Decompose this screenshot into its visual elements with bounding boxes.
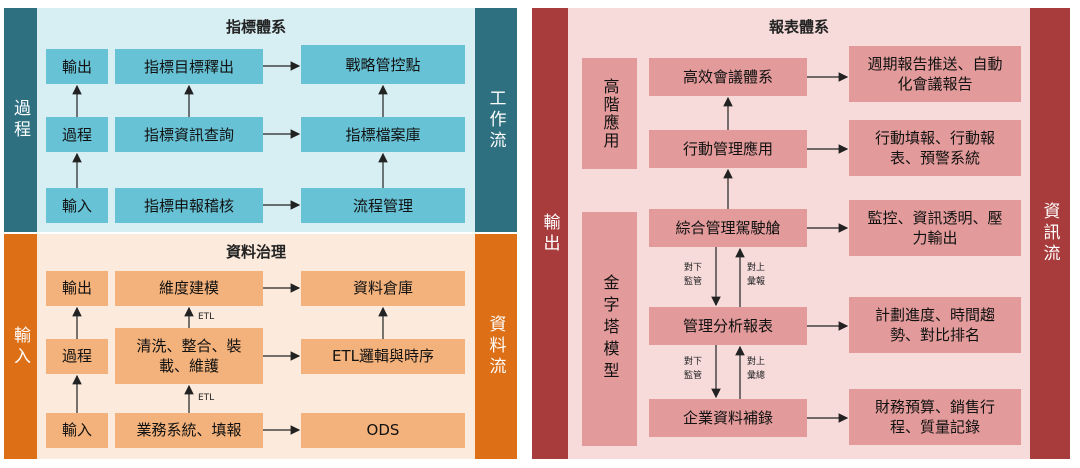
management-analysis-box: 管理分析報表 bbox=[649, 307, 807, 345]
top-input-box: 輸入 bbox=[46, 188, 108, 223]
top-process-box: 過程 bbox=[46, 117, 108, 152]
bottom-process-box: 過程 bbox=[46, 339, 108, 374]
dimension-modeling-box: 維度建模 bbox=[115, 271, 263, 306]
right-panel: 輸出 資訊流 報表體系 高階應用 金字塔模型 高效會議體系 行動管理應用 綜合管… bbox=[532, 8, 1070, 459]
indicator-system-title: 指標體系 bbox=[225, 17, 286, 36]
bottom-input-box: 輸入 bbox=[46, 413, 108, 448]
advanced-application-block: 高階應用 bbox=[582, 58, 637, 169]
finance-budget-box: 財務預算、銷售行程、質量記錄 bbox=[849, 389, 1021, 445]
infoflow-sidebar: 資訊流 bbox=[1030, 8, 1070, 459]
etl-label-lower: ETL bbox=[198, 393, 215, 403]
arrow-label-report-up-1: 對上彙報 bbox=[746, 263, 765, 287]
pyramid-model-label: 金字塔模型 bbox=[600, 274, 620, 384]
data-warehouse-box: 資料倉庫 bbox=[301, 271, 465, 306]
indicator-release-box: 指標目標釋出 bbox=[115, 49, 263, 84]
action-management-box: 行動管理應用 bbox=[649, 130, 807, 168]
etl-label-upper: ETL bbox=[198, 312, 215, 322]
action-fill-box: 行動填報、行動報表、預警系統 bbox=[849, 120, 1021, 176]
efficient-meeting-box: 高效會議體系 bbox=[649, 58, 807, 96]
advanced-application-label: 高階應用 bbox=[600, 77, 620, 150]
workflow-sidebar-label: 工作流 bbox=[485, 88, 506, 152]
ods-box: ODS bbox=[301, 413, 465, 448]
business-system-box: 業務系統、填報 bbox=[115, 413, 263, 448]
bottom-output-box: 輸出 bbox=[46, 271, 108, 306]
indicator-archive-box: 指標檔案庫 bbox=[301, 117, 465, 152]
data-governance-title: 資料治理 bbox=[225, 242, 286, 261]
dataflow-sidebar-label: 資料流 bbox=[485, 315, 506, 378]
workflow-sidebar: 工作流 bbox=[475, 8, 517, 232]
indicator-report-audit-box: 指標申報稽核 bbox=[115, 188, 263, 223]
right-panel-arrows bbox=[711, 72, 849, 423]
report-system-title: 報表體系 bbox=[768, 17, 829, 36]
periodic-report-box: 週期報告推送、自動化會議報告 bbox=[849, 46, 1021, 102]
arrow-label-supervise-1: 對下監管 bbox=[683, 263, 702, 287]
cleaning-integration-box: 清洗、整合、裝載、維護 bbox=[115, 328, 263, 384]
output-sidebar: 輸出 bbox=[532, 8, 568, 459]
input-sidebar: 輸入 bbox=[4, 234, 37, 459]
pyramid-model-block: 金字塔模型 bbox=[582, 212, 637, 446]
enterprise-data-supplement-box: 企業資料補錄 bbox=[649, 399, 807, 437]
top-output-box: 輸出 bbox=[46, 49, 108, 84]
output-sidebar-label: 輸出 bbox=[539, 212, 560, 255]
process-management-box: 流程管理 bbox=[301, 188, 465, 223]
etl-logic-box: ETL邏輯與時序 bbox=[301, 339, 465, 374]
process-sidebar: 過程 bbox=[4, 8, 37, 232]
input-sidebar-label: 輸入 bbox=[10, 325, 30, 368]
plan-progress-box: 計劃進度、時間趨勢、對比排名 bbox=[849, 297, 1021, 353]
arrow-label-supervise-2: 對下監管 bbox=[683, 357, 702, 381]
indicator-query-box: 指標資訊查詢 bbox=[115, 117, 263, 152]
left-panel: 過程 工作流 輸入 資料流 指標體系 資料治理 輸出 過程 輸入 指標目標釋出 … bbox=[4, 8, 517, 459]
dataflow-sidebar: 資料流 bbox=[475, 234, 517, 459]
strategy-control-box: 戰略管控點 bbox=[301, 45, 465, 84]
infoflow-sidebar-label: 資訊流 bbox=[1039, 202, 1060, 265]
arrow-label-summarize-up-2: 對上彙總 bbox=[746, 357, 765, 381]
process-sidebar-label: 過程 bbox=[10, 99, 30, 141]
monitoring-box: 監控、資訊透明、壓力輸出 bbox=[849, 200, 1021, 256]
left-panel-arrows bbox=[72, 61, 388, 435]
management-cockpit-box: 綜合管理駕駛艙 bbox=[649, 209, 807, 247]
